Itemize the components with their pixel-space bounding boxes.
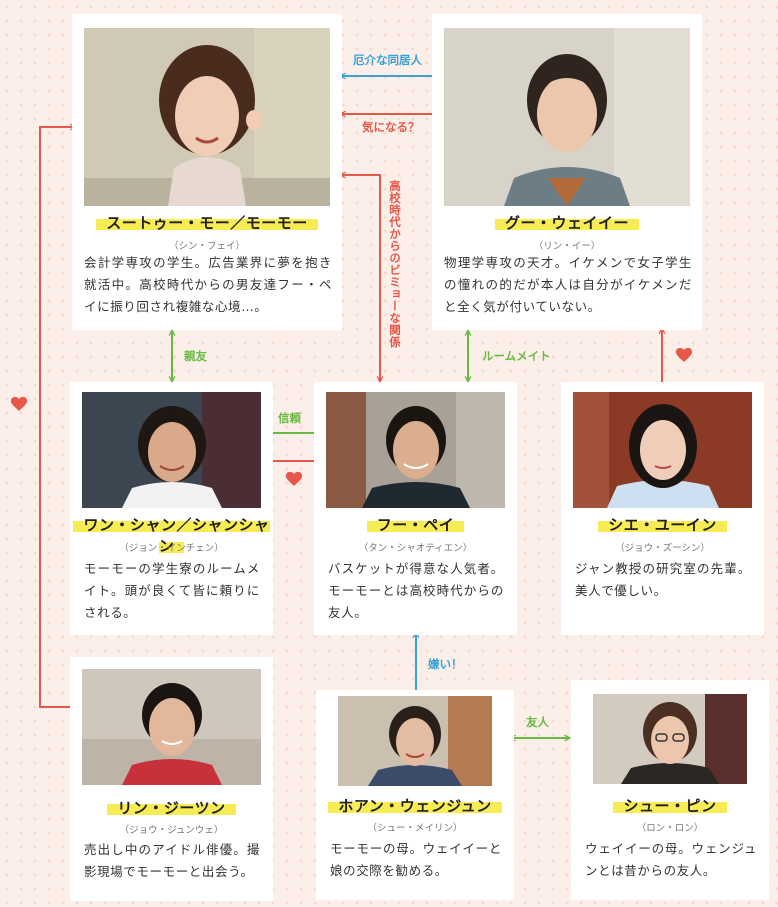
character-reading-lin: （ジョウ・ジュンウェ） <box>119 825 224 836</box>
character-name-xu: シュー・ピン <box>571 795 769 816</box>
character-name-gu: グー・ウェイイー <box>432 212 702 233</box>
character-card-gu: グー・ウェイイー （リン・イー） 物理学専攻の天才。イケメンで女子学生の憧れの的… <box>432 14 702 330</box>
character-photo-lin <box>82 669 261 785</box>
heart-icon <box>285 471 303 486</box>
heart-icon <box>10 396 28 411</box>
character-desc-xu: ウェイイーの母。ウェンジュンとは昔からの友人。 <box>585 841 757 878</box>
character-name-fu: フー・ペイ <box>314 514 517 535</box>
label-roommate: ルームメイト <box>482 349 551 363</box>
character-desc-xie: ジャン教授の研究室の先輩。美人で優しい。 <box>575 561 751 598</box>
character-card-xu: シュー・ピン （ロン・ロン） ウェイイーの母。ウェンジュンとは昔からの友人。 <box>571 680 769 900</box>
character-photo-gu <box>444 28 690 206</box>
character-name-lin: リン・ジーツン <box>70 797 273 818</box>
character-name-xie: シエ・ユーイン <box>561 514 764 535</box>
label-curious: 気になる？ <box>362 120 420 134</box>
label-highschool: 高校時代からのビミョーな関係 <box>388 180 402 348</box>
character-card-xie: シエ・ユーイン （ジョウ・ズーシン） ジャン教授の研究室の先輩。美人で優しい。 <box>561 382 764 635</box>
character-photo-huang <box>338 696 492 786</box>
character-desc-huang: モーモーの母。ウェイイーと娘の交際を勧める。 <box>330 841 502 878</box>
label-trust: 信頼 <box>278 411 301 425</box>
character-reading-moumou: （シン・フェイ） <box>168 241 245 252</box>
character-card-huang: ホアン・ウェンジュン （シュー・メイリン） モーモーの母。ウェイイーと娘の交際を… <box>316 690 514 900</box>
character-card-wang: ワン・シャン／シャンシャン （ジョン・インチェン） モーモーの学生寮のルームメイ… <box>70 382 273 635</box>
label-friend: 友人 <box>526 715 549 729</box>
label-bestfriend: 親友 <box>184 349 207 363</box>
arrow-highschool <box>340 175 380 382</box>
character-desc-moumou: 会計学専攻の学生。広告業界に夢を抱き就活中。高校時代からの男友達フー・ペイに振り… <box>84 255 332 314</box>
character-reading-xie: （ジョウ・ズーシン） <box>615 543 710 554</box>
character-desc-gu: 物理学専攻の天才。イケメンで女子学生の憧れの的だが本人は自分がイケメンだと全く気… <box>444 255 692 314</box>
character-desc-wang: モーモーの学生寮のルームメイト。頭が良くて皆に頼りにされる。 <box>84 561 260 620</box>
character-name-wang: ワン・シャン／シャンシャン <box>70 514 273 556</box>
character-card-lin: リン・ジーツン （ジョウ・ジュンウェ） 売出し中のアイドル俳優。撮影現場でモーモ… <box>70 657 273 901</box>
character-reading-huang: （シュー・メイリン） <box>367 823 463 834</box>
character-name-huang: ホアン・ウェンジュン <box>316 795 514 816</box>
character-reading-gu: （リン・イー） <box>533 241 601 252</box>
character-reading-fu: （タン・シャオティエン） <box>358 543 473 554</box>
character-photo-xu <box>593 694 747 784</box>
character-card-fu: フー・ペイ （タン・シャオティエン） バスケットが得意な人気者。モーモーとは高校… <box>314 382 517 635</box>
character-photo-moumou <box>84 28 330 206</box>
character-photo-fu <box>326 392 505 508</box>
character-desc-lin: 売出し中のアイドル俳優。撮影現場でモーモーと出会う。 <box>84 842 260 879</box>
heart-icon <box>675 347 693 362</box>
label-dislike: 嫌い！ <box>428 657 463 671</box>
arrow-lin-love <box>39 127 82 708</box>
character-reading-wang: （ジョン・インチェン） <box>119 543 224 554</box>
character-photo-xie <box>573 392 752 508</box>
character-reading-xu: （ロン・ロン） <box>636 823 704 834</box>
label-roommate-nuisance: 厄介な同居人 <box>353 53 422 67</box>
character-name-moumou: スートゥー・モー／モーモー <box>72 212 342 233</box>
character-photo-wang <box>82 392 261 508</box>
character-card-moumou: スートゥー・モー／モーモー （シン・フェイ） 会計学専攻の学生。広告業界に夢を抱… <box>72 14 342 330</box>
character-desc-fu: バスケットが得意な人気者。モーモーとは高校時代からの友人。 <box>328 561 504 620</box>
